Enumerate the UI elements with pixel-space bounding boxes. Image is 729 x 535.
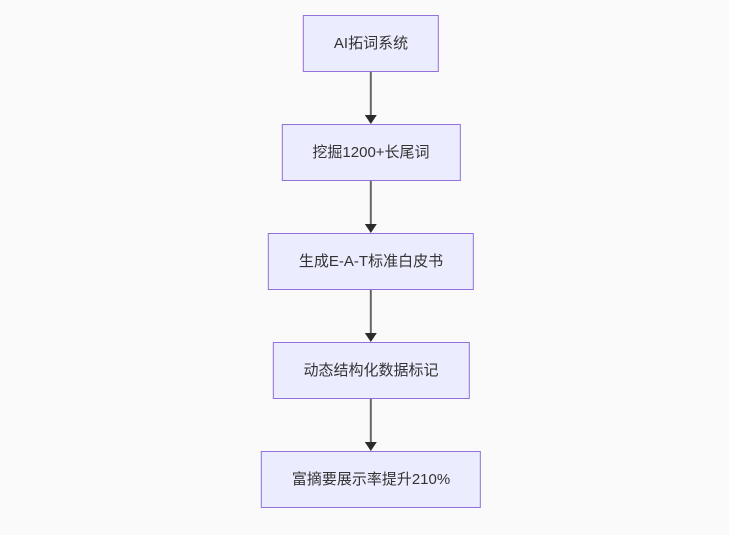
flow-node-eat-whitepaper: 生成E-A-T标准白皮书	[267, 233, 475, 290]
flow-node-rich-snippet: 富摘要展示率提升210%	[260, 451, 482, 508]
flow-node-longtail-mining: 挖掘1200+长尾词	[281, 124, 461, 181]
arrow-line	[370, 399, 372, 443]
arrow-down-icon	[365, 115, 377, 124]
arrow-down-icon	[365, 333, 377, 342]
flow-node-structured-data: 动态结构化数据标记	[272, 342, 470, 399]
flowchart: AI拓词系统 挖掘1200+长尾词 生成E-A-T标准白皮书 动态结构化数据标记…	[260, 15, 482, 508]
arrow-down-icon	[365, 224, 377, 233]
arrow-down-icon	[365, 442, 377, 451]
flow-node-ai-system: AI拓词系统	[302, 15, 440, 72]
flow-arrow	[364, 72, 378, 124]
arrow-line	[370, 181, 372, 225]
flow-arrow	[364, 181, 378, 233]
flow-arrow	[364, 290, 378, 342]
flow-arrow	[364, 399, 378, 451]
arrow-line	[370, 72, 372, 116]
arrow-line	[370, 290, 372, 334]
